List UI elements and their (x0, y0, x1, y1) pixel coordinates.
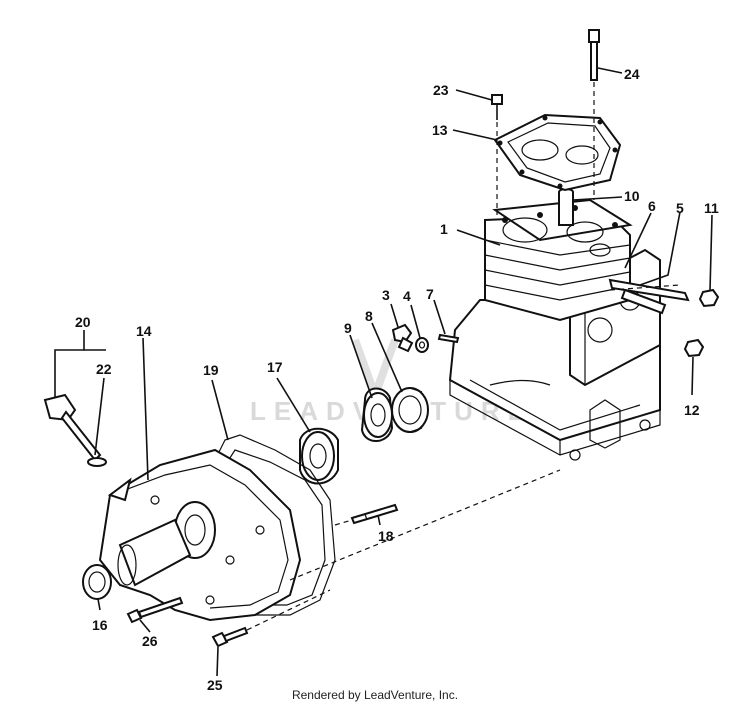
part-25-bolt (211, 589, 331, 648)
callout-17: 17 (267, 359, 283, 375)
part-14-crankcase-cover (98, 448, 302, 622)
callout-20: 20 (75, 314, 91, 330)
part-13-head-gasket (493, 113, 622, 192)
part-8-oil-seal (391, 387, 429, 433)
part-12-nut (683, 338, 705, 358)
cylinder-block (448, 198, 661, 461)
callout-22: 22 (96, 361, 112, 377)
callout-26: 26 (142, 633, 158, 649)
part-18-shaft (350, 503, 399, 525)
part-11-nut (698, 288, 720, 308)
callout-6: 6 (648, 198, 656, 214)
callout-11: 11 (704, 200, 719, 216)
callout-9: 9 (344, 320, 352, 336)
callout-5: 5 (676, 200, 684, 216)
callout-8: 8 (365, 308, 373, 324)
callout-13: 13 (432, 122, 448, 138)
callout-18: 18 (378, 528, 394, 544)
part-5-stud (608, 278, 690, 315)
footer-credit: Rendered by LeadVenture, Inc. (291, 688, 459, 702)
part-10-dowel (558, 188, 574, 226)
callout-7: 7 (426, 286, 434, 302)
part-16-oil-seal (82, 564, 112, 600)
callout-4: 4 (403, 288, 411, 304)
callout-16: 16 (92, 617, 108, 633)
callout-3: 3 (382, 287, 390, 303)
callout-12: 12 (684, 402, 700, 418)
part-26-bolt (126, 596, 184, 624)
part-23-bolt (491, 94, 503, 215)
callout-24: 24 (624, 66, 640, 82)
callout-23: 23 (433, 82, 449, 98)
callout-1: 1 (440, 221, 448, 237)
leader-lines (54, 67, 713, 677)
part-4-washer (415, 337, 429, 353)
part-9-bearing (360, 387, 394, 442)
callout-10: 10 (624, 188, 640, 204)
part-17-bearing (299, 427, 339, 485)
callout-25: 25 (207, 677, 223, 693)
part-3-plug (391, 323, 414, 353)
part-24-bolt (588, 29, 600, 200)
callout-14: 14 (136, 323, 152, 339)
assembly-guide-lines (289, 284, 681, 581)
callout-labels: 1 3 4 5 6 7 8 9 10 11 12 13 14 16 17 18 … (75, 66, 719, 693)
part-20-dipstick (43, 393, 107, 467)
part-7-pin (437, 333, 460, 344)
callout-19: 19 (203, 362, 219, 378)
